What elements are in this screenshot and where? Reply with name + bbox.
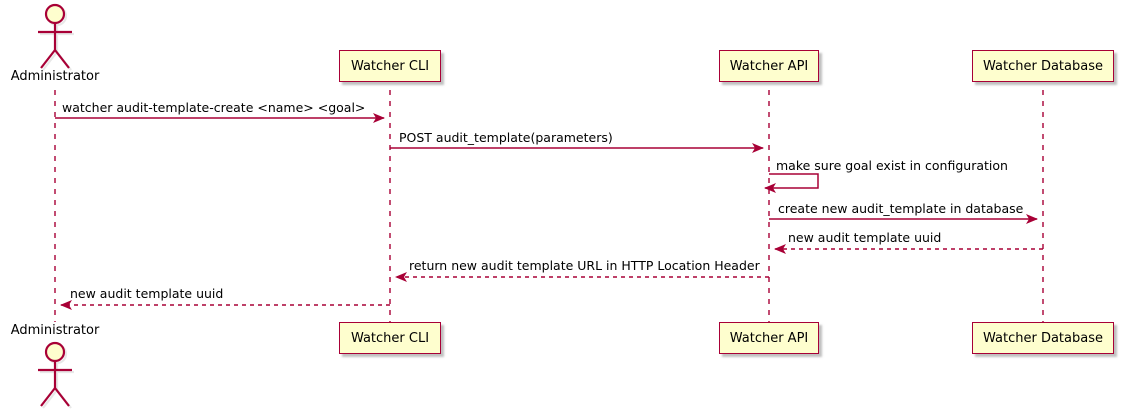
message-label-3: make sure goal exist in configuration: [776, 158, 1008, 173]
message-label-1: watcher audit-template-create <name> <go…: [62, 100, 366, 115]
message-label-5: new audit template uuid: [788, 230, 942, 245]
message-arrow-3-self: [764, 173, 819, 193]
actor-figure-bottom: [38, 341, 74, 409]
participant-box-cli-top[interactable]: Watcher CLI: [339, 50, 441, 82]
message-label-2: POST audit_template(parameters): [399, 130, 613, 145]
participant-box-api-top[interactable]: Watcher API: [719, 50, 819, 82]
actor-label-admin-top: Administrator: [10, 69, 100, 84]
participant-box-cli-bottom[interactable]: Watcher CLI: [339, 322, 441, 354]
actor-figure-top: [38, 3, 74, 71]
message-label-6: return new audit template URL in HTTP Lo…: [409, 258, 760, 273]
message-label-4: create new audit_template in database: [778, 201, 1024, 216]
participant-box-db-top[interactable]: Watcher Database: [972, 50, 1114, 82]
message-label-7: new audit template uuid: [70, 286, 224, 301]
participant-box-api-bottom[interactable]: Watcher API: [719, 322, 819, 354]
participant-box-db-bottom[interactable]: Watcher Database: [972, 322, 1114, 354]
actor-label-admin-bottom: Administrator: [10, 323, 100, 338]
